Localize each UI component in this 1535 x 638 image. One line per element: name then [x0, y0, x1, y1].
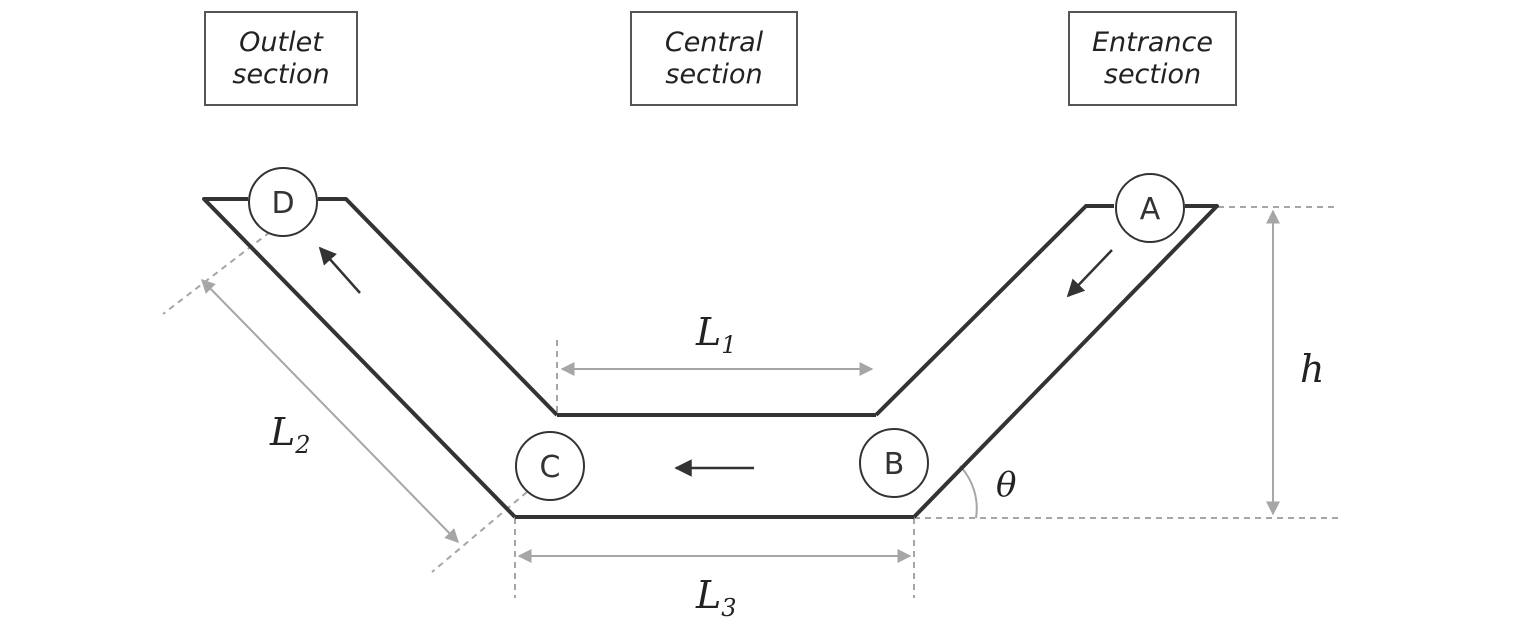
l2-top-extension-line: [162, 231, 271, 315]
node-b: B: [859, 428, 929, 498]
channel-outline: [202, 197, 1219, 519]
node-b-label: B: [884, 447, 905, 482]
l1-symbol: L: [695, 310, 721, 354]
l3-subscript: 3: [721, 594, 736, 622]
outlet-channel-left-wall: [202, 197, 517, 519]
entrance-section-label: Entrance section: [1068, 11, 1237, 106]
l2-label: L2: [269, 410, 311, 459]
node-d-label: D: [271, 186, 294, 221]
l2-symbol: L: [269, 410, 295, 454]
entrance-flow-arrow: [1066, 249, 1113, 298]
l2-dimension-arrow: [201, 278, 459, 544]
node-b-circle: [859, 428, 929, 498]
l3-label: L3: [695, 573, 737, 622]
entrance-section-line1: Entrance: [1092, 26, 1213, 58]
entrance-channel-right-wall: [912, 204, 1219, 519]
node-c-circle: [515, 431, 585, 501]
central-section-line1: Central: [664, 26, 764, 58]
l2-subscript: 2: [294, 431, 310, 459]
node-a-label: A: [1140, 192, 1161, 227]
node-d-circle: [248, 167, 318, 237]
outlet-flow-arrow: [318, 246, 361, 294]
node-d: D: [248, 167, 318, 237]
h-label: h: [1300, 347, 1324, 391]
dimension-lines: [162, 206, 1340, 598]
central-section-line2: section: [665, 58, 763, 90]
central-section-label: Central section: [630, 11, 798, 106]
entrance-channel-left-wall: [874, 204, 1114, 417]
node-c: C: [515, 431, 585, 501]
outlet-section-line1: Outlet: [239, 26, 323, 58]
node-a: A: [1115, 173, 1185, 243]
outlet-channel-right-wall: [318, 197, 559, 417]
entrance-section-line2: section: [1103, 58, 1202, 90]
flow-arrows: [318, 246, 1113, 477]
node-a-circle: [1115, 173, 1185, 243]
l1-label: L1: [695, 310, 737, 359]
l2-bottom-extension-line: [431, 491, 528, 573]
node-c-label: C: [540, 450, 561, 485]
l3-symbol: L: [695, 573, 721, 617]
theta-label: θ: [996, 465, 1016, 505]
outlet-section-line2: section: [232, 58, 330, 90]
outlet-section-label: Outlet section: [204, 11, 358, 106]
theta-arc: [959, 465, 978, 519]
l1-subscript: 1: [721, 331, 736, 359]
